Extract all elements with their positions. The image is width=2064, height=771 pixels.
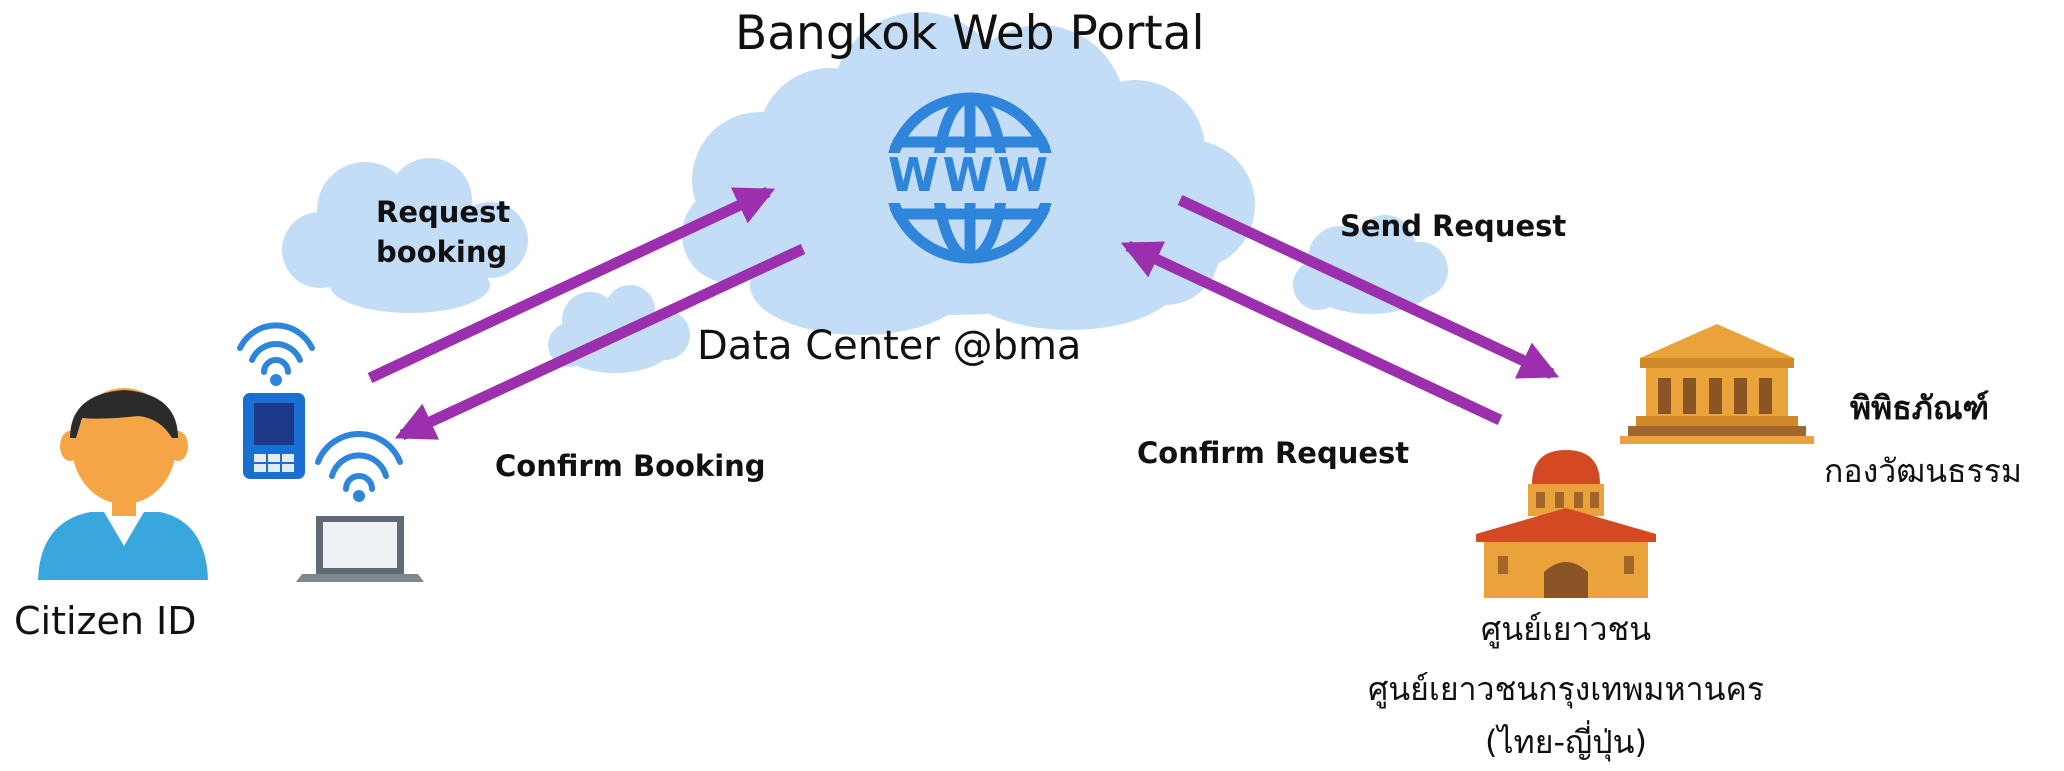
small-cloud-icon xyxy=(282,158,528,313)
citizen-label: Citizen ID xyxy=(14,599,197,643)
request-booking-label-line2: booking xyxy=(376,235,508,269)
laptop-icon xyxy=(296,516,424,582)
wifi-icon xyxy=(315,430,403,502)
small-cloud-icon xyxy=(1293,215,1448,314)
museum-label-line2: กองวัฒนธรรม xyxy=(1824,452,2022,490)
youth-center-label-line3: (ไทย-ญี่ปุ่น) xyxy=(1485,723,1647,761)
wifi-icon xyxy=(237,322,315,386)
request-booking-label-line1: Request xyxy=(376,195,511,229)
send-request-arrow xyxy=(1177,195,1560,379)
confirm-booking-arrow xyxy=(394,244,806,440)
person-icon xyxy=(38,388,208,580)
send-request-label: Send Request xyxy=(1340,209,1567,243)
request-booking-arrow xyxy=(367,187,776,383)
confirm-request-arrow xyxy=(1120,241,1503,425)
youth-center-label-line1: ศูนย์เยาวชน xyxy=(1480,610,1652,648)
globe-www-text: WWW xyxy=(887,148,1053,202)
confirm-booking-label: Confirm Booking xyxy=(495,449,766,483)
globe-www-icon xyxy=(876,92,1064,264)
data-center-label: Data Center @bma xyxy=(697,323,1082,369)
youth-center-building-icon xyxy=(1476,450,1656,598)
portal-title: Bangkok Web Portal xyxy=(735,6,1205,61)
museum-label-line1: พิพิธภัณฑ์ xyxy=(1850,389,1990,427)
museum-icon xyxy=(1620,324,1814,444)
youth-center-label-line2: ศูนย์เยาวชนกรุงเทพมหานคร xyxy=(1367,670,1765,708)
confirm-request-label: Confirm Request xyxy=(1137,436,1410,470)
smartphone-icon xyxy=(243,393,305,479)
